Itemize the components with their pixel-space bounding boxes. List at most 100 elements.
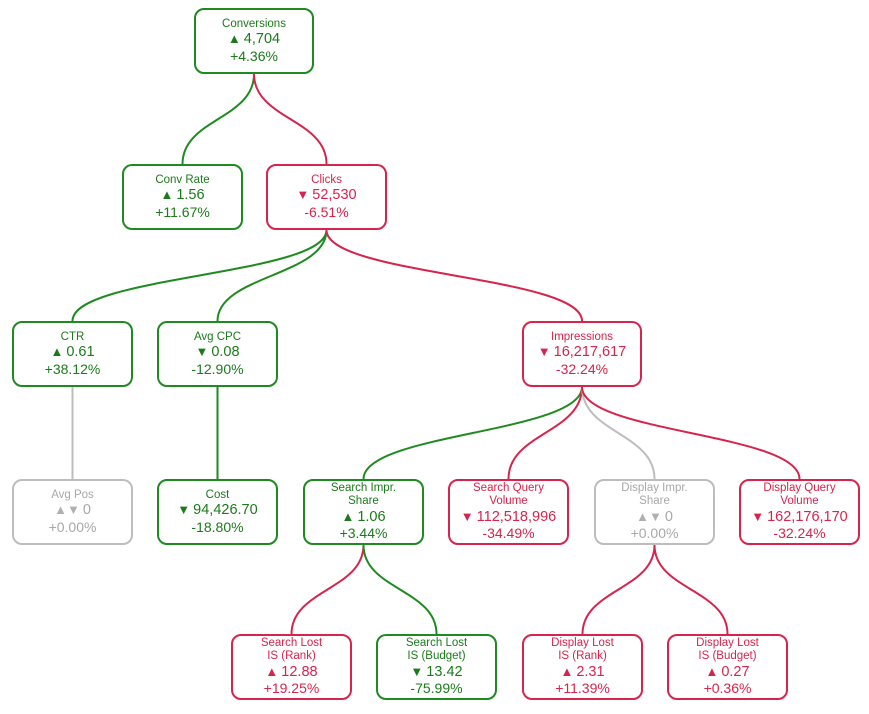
edge-impressions-to-search-query-volume: [507, 386, 583, 480]
node-value-row: ▼0.08: [195, 344, 239, 360]
trend-down-icon: ▼: [460, 508, 474, 524]
node-change: +0.36%: [703, 680, 752, 697]
trend-up-icon: ▲: [265, 663, 279, 679]
node-title: Avg Pos: [51, 488, 94, 501]
node-value: 16,217,617: [553, 344, 627, 361]
node-value-row: ▲0.61: [50, 344, 94, 360]
node-title: Search Impr. Share: [330, 482, 397, 508]
edge-search-impr-share-to-search-lost-is-rank: [290, 544, 365, 635]
node-value-row: ▼94,426.70: [177, 502, 257, 518]
node-change: -75.99%: [410, 680, 463, 697]
edge-clicks-to-avg-cpc: [216, 229, 328, 322]
node-change: -6.51%: [304, 203, 349, 220]
node-title: Impressions: [551, 330, 613, 343]
node-change: -34.49%: [482, 525, 535, 542]
node-conv-rate[interactable]: Conv Rate▲1.56+11.67%: [122, 164, 243, 230]
node-search-query-volume[interactable]: Search Query Volume▼112,518,996-34.49%: [448, 479, 569, 545]
node-ctr[interactable]: CTR▲0.61+38.12%: [12, 321, 133, 387]
node-display-query-volume[interactable]: Display Query Volume▼162,176,170-32.24%: [739, 479, 860, 545]
node-value: 0.08: [211, 344, 240, 361]
edge-conversions-to-clicks: [253, 73, 328, 165]
node-title: Search Lost IS (Budget): [405, 637, 468, 663]
edge-conversions-to-conv-rate: [181, 73, 255, 165]
node-value: 2.31: [576, 663, 605, 680]
node-title: Conv Rate: [155, 173, 210, 186]
node-value: 13.42: [426, 663, 463, 680]
node-value-row: ▲▼0: [54, 502, 91, 518]
trend-up-icon: ▲: [227, 31, 241, 47]
node-change: +3.44%: [339, 525, 388, 542]
trend-up-icon: ▲: [160, 187, 174, 203]
node-display-impr-share[interactable]: Display Impr. Share▲▼0+0.00%: [594, 479, 715, 545]
trend-flat-icon: ▲▼: [54, 502, 80, 518]
trend-down-icon: ▼: [751, 508, 765, 524]
node-value: 0.61: [66, 344, 95, 361]
edge-impressions-to-display-query-volume: [581, 386, 801, 480]
node-change: +0.00%: [48, 518, 97, 535]
node-cost[interactable]: Cost▼94,426.70-18.80%: [157, 479, 278, 545]
edge-display-impr-share-to-display-lost-is-rank: [581, 544, 656, 635]
node-value-row: ▼16,217,617: [538, 344, 626, 360]
trend-flat-icon: ▲▼: [636, 508, 662, 524]
node-impressions[interactable]: Impressions▼16,217,617-32.24%: [522, 321, 642, 387]
edge-impressions-to-search-impr-share: [362, 386, 583, 480]
node-value: 162,176,170: [767, 508, 848, 525]
node-value: 94,426.70: [193, 502, 258, 519]
edge-clicks-to-ctr: [71, 229, 328, 322]
node-value-row: ▼112,518,996: [461, 509, 556, 525]
node-value: 4,704: [243, 31, 281, 48]
node-change: -32.24%: [773, 525, 826, 542]
trend-up-icon: ▲: [560, 663, 574, 679]
trend-down-icon: ▼: [296, 187, 310, 203]
node-value-row: ▼52,530: [296, 187, 356, 203]
node-display-lost-is-rank[interactable]: Display Lost IS (Rank)▲2.31+11.39%: [522, 634, 643, 700]
node-value-row: ▲0.27: [705, 664, 749, 680]
node-avg-pos[interactable]: Avg Pos▲▼0+0.00%: [12, 479, 133, 545]
node-conversions[interactable]: Conversions▲4,704+4.36%: [194, 8, 314, 74]
trend-down-icon: ▼: [410, 663, 424, 679]
trend-up-icon: ▲: [341, 508, 355, 524]
node-change: -12.90%: [191, 360, 244, 377]
node-change: +19.25%: [263, 680, 320, 697]
edge-clicks-to-impressions: [325, 229, 583, 322]
node-change: +4.36%: [230, 47, 278, 64]
trend-down-icon: ▼: [537, 344, 551, 360]
edge-impressions-to-display-impr-share: [581, 386, 656, 480]
node-change: +38.12%: [44, 360, 101, 377]
node-change: +11.39%: [555, 680, 610, 697]
node-avg-cpc[interactable]: Avg CPC▼0.08-12.90%: [157, 321, 278, 387]
node-search-lost-is-rank[interactable]: Search Lost IS (Rank)▲12.88+19.25%: [231, 634, 352, 700]
node-value: 0.27: [721, 663, 750, 680]
edge-search-impr-share-to-search-lost-is-budget: [362, 544, 438, 635]
node-title: Display Query Volume: [763, 482, 836, 508]
node-value: 112,518,996: [476, 508, 557, 525]
node-value-row: ▲1.56: [160, 187, 204, 203]
node-search-lost-is-budget[interactable]: Search Lost IS (Budget)▼13.42-75.99%: [376, 634, 497, 700]
node-title: Avg CPC: [193, 330, 242, 343]
node-value: 0: [82, 502, 91, 519]
node-value-row: ▲▼0: [636, 509, 673, 525]
node-change: +0.00%: [630, 525, 679, 542]
trend-up-icon: ▲: [705, 663, 719, 679]
node-value: 1.56: [176, 187, 205, 204]
node-display-lost-is-budget[interactable]: Display Lost IS (Budget)▲0.27+0.36%: [667, 634, 788, 700]
node-value-row: ▲1.06: [341, 509, 385, 525]
node-title: Display Lost IS (Rank): [551, 637, 614, 663]
node-value: 12.88: [281, 663, 318, 680]
node-title: Search Query Volume: [473, 482, 544, 508]
trend-down-icon: ▼: [177, 502, 191, 518]
node-clicks[interactable]: Clicks▼52,530-6.51%: [266, 164, 387, 230]
node-title: Display Lost IS (Budget): [696, 637, 759, 663]
node-change: -32.24%: [555, 360, 609, 377]
node-value-row: ▲4,704: [228, 31, 280, 47]
node-value-row: ▲12.88: [265, 664, 317, 680]
node-title: Display Impr. Share: [621, 482, 688, 508]
node-value-row: ▼162,176,170: [751, 509, 848, 525]
node-title: Search Lost IS (Rank): [260, 637, 323, 663]
node-value: 52,530: [312, 187, 357, 204]
trend-up-icon: ▲: [50, 344, 64, 360]
node-search-impr-share[interactable]: Search Impr. Share▲1.06+3.44%: [303, 479, 424, 545]
node-change: -18.80%: [191, 518, 244, 535]
